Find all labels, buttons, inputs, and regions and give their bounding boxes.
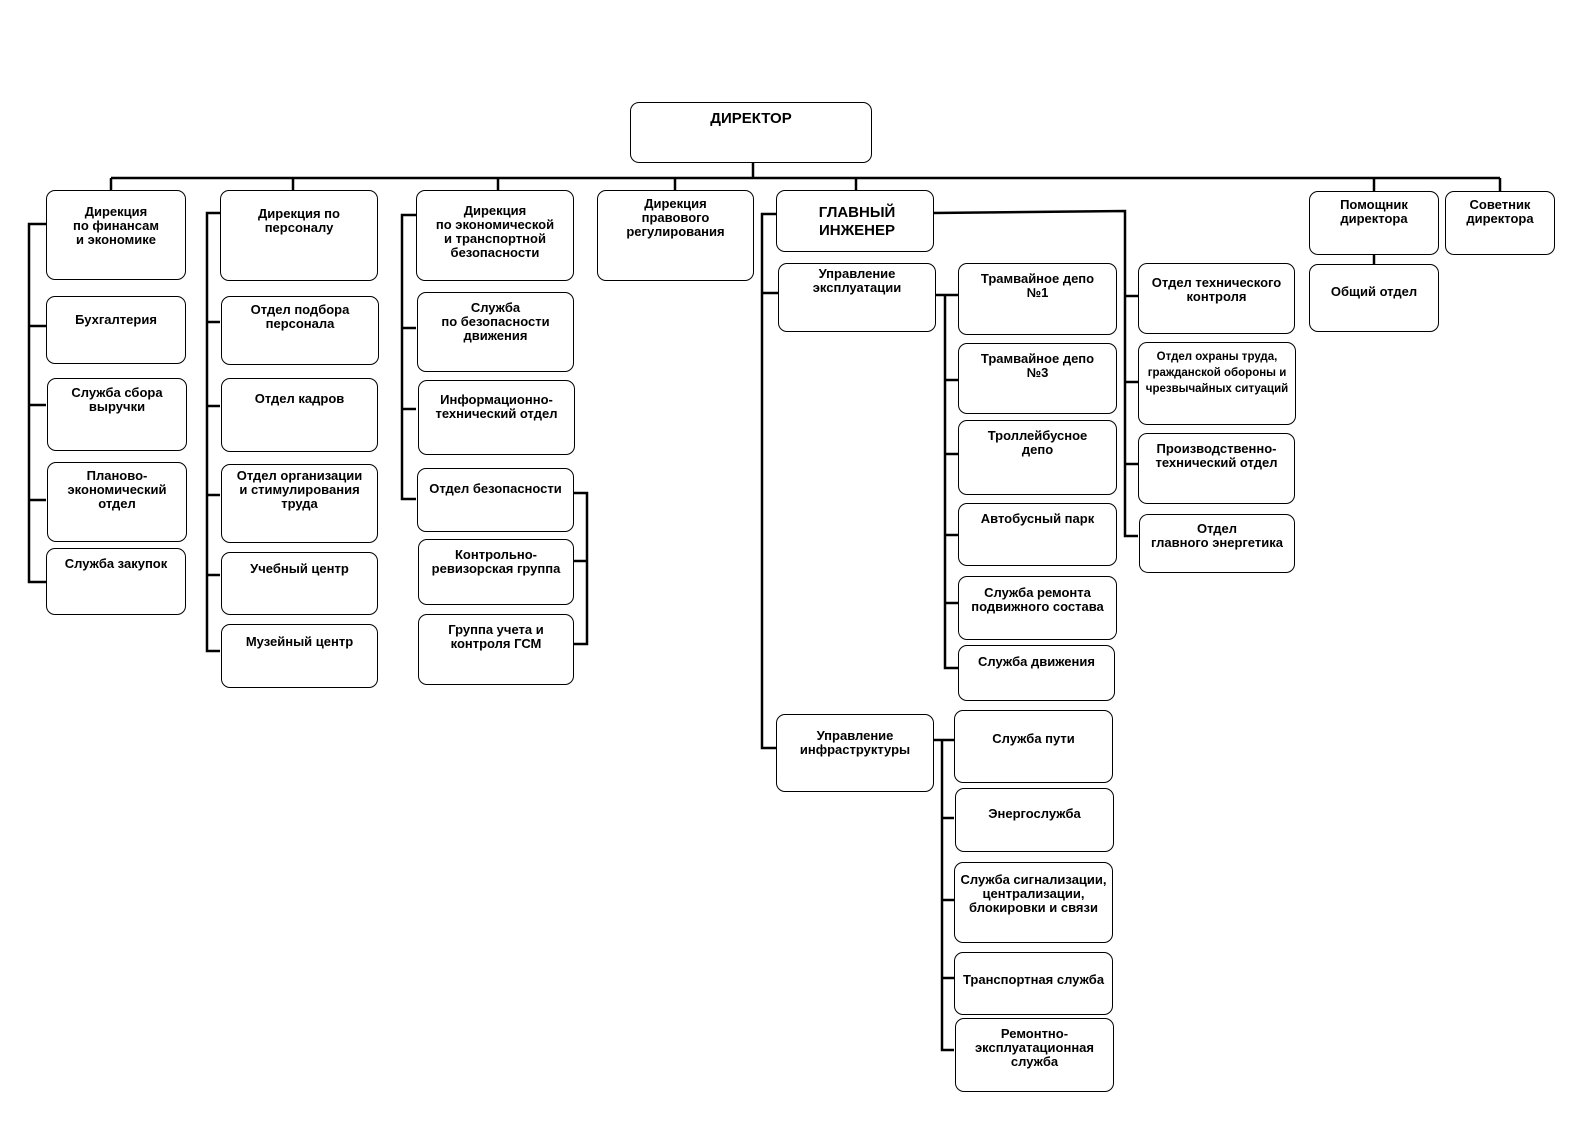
engineer-department-label: Отдел главного энергетика: [1151, 521, 1283, 550]
finance-unit-box: Бухгалтерия: [46, 296, 186, 364]
personnel-unit-box: Отдел организации и стимулирования труда: [221, 464, 378, 543]
finance-unit-box: Служба закупок: [46, 548, 186, 615]
finance-unit-box: Планово- экономический отдел: [47, 462, 187, 542]
general-department-label: Общий отдел: [1330, 284, 1418, 299]
security-subunit-box: Группа учета и контроля ГСМ: [418, 614, 574, 685]
operations-unit-label: Троллейбусное депо: [987, 428, 1088, 457]
infrastructure-unit-label: Ремонтно- эксплуатационная служба: [974, 1026, 1094, 1069]
assistant-director-box: Помощник директора: [1309, 191, 1439, 255]
personnel-unit-label: Учебный центр: [250, 561, 349, 576]
personnel-unit-label: Музейный центр: [245, 634, 354, 649]
chief-engineer-label: ГЛАВНЫЙ ИНЖЕНЕР: [818, 204, 896, 239]
security-subunit-box: Контрольно- ревизорская группа: [418, 539, 574, 605]
security-unit-box: Информационно- технический отдел: [418, 380, 575, 455]
security-unit-box: Служба по безопасности движения: [417, 292, 574, 372]
infrastructure-unit-box: Энергослужба: [955, 788, 1114, 852]
personnel-directorate-box: Дирекция по персоналу: [220, 190, 378, 281]
finance-unit-label: Служба сбора выручки: [71, 385, 163, 414]
security-unit-box: Отдел безопасности: [417, 468, 574, 532]
personnel-unit-label: Отдел организации и стимулирования труда: [236, 468, 363, 511]
infrastructure-department-label: Управление инфраструктуры: [799, 728, 911, 757]
infrastructure-unit-label: Транспортная служба: [962, 972, 1105, 987]
personnel-unit-box: Отдел кадров: [221, 378, 378, 452]
finance-unit-label: Планово- экономический отдел: [67, 468, 167, 511]
security-unit-label: Служба по безопасности движения: [441, 300, 550, 343]
director-label: ДИРЕКТОР: [710, 110, 792, 127]
personnel-unit-box: Учебный центр: [221, 552, 378, 615]
operations-department-label: Управление эксплуатации: [812, 266, 902, 295]
infrastructure-unit-label: Служба пути: [992, 731, 1075, 746]
advisor-director-box: Советник директора: [1445, 191, 1555, 255]
personnel-unit-box: Музейный центр: [221, 624, 378, 688]
engineer-department-label: Отдел технического контроля: [1151, 275, 1282, 304]
legal-directorate-box: Дирекция правового регулирования: [597, 190, 754, 281]
operations-unit-box: Служба движения: [958, 645, 1115, 701]
infrastructure-unit-label: Служба сигнализации, централизации, блок…: [960, 872, 1107, 915]
operations-department-box: Управление эксплуатации: [778, 263, 936, 332]
security-directorate-label: Дирекция по экономической и транспортной…: [435, 203, 555, 260]
security-subunit-label: Группа учета и контроля ГСМ: [448, 622, 544, 651]
operations-unit-label: Служба движения: [978, 654, 1095, 669]
infrastructure-unit-box: Служба сигнализации, централизации, блок…: [954, 862, 1113, 943]
finance-directorate-label: Дирекция по финансам и экономике: [73, 204, 159, 247]
operations-unit-label: Служба ремонта подвижного состава: [971, 585, 1104, 614]
operations-unit-box: Служба ремонта подвижного состава: [958, 576, 1117, 640]
operations-unit-box: Троллейбусное депо: [958, 420, 1117, 495]
finance-unit-label: Бухгалтерия: [75, 312, 157, 327]
operations-unit-label: Автобусный парк: [980, 511, 1095, 526]
advisor-director-label: Советник директора: [1466, 197, 1534, 226]
operations-unit-label: Трамвайное депо №3: [980, 351, 1095, 380]
legal-directorate-label: Дирекция правового регулирования: [626, 196, 725, 239]
infrastructure-unit-box: Транспортная служба: [954, 952, 1113, 1015]
infrastructure-unit-box: Ремонтно- эксплуатационная служба: [955, 1018, 1114, 1092]
personnel-directorate-label: Дирекция по персоналу: [258, 206, 340, 235]
operations-unit-box: Трамвайное депо №1: [958, 263, 1117, 335]
finance-unit-label: Служба закупок: [64, 556, 168, 571]
operations-unit-box: Трамвайное депо №3: [958, 343, 1117, 414]
general-department-box: Общий отдел: [1309, 264, 1439, 332]
operations-unit-box: Автобусный парк: [958, 503, 1117, 566]
operations-unit-label: Трамвайное депо №1: [980, 271, 1095, 300]
engineer-department-box: Отдел главного энергетика: [1139, 514, 1295, 573]
engineer-department-box: Производственно- технический отдел: [1138, 433, 1295, 504]
personnel-unit-box: Отдел подбора персонала: [221, 296, 379, 365]
personnel-unit-label: Отдел подбора персонала: [250, 302, 350, 331]
finance-directorate-box: Дирекция по финансам и экономике: [46, 190, 186, 280]
infrastructure-unit-box: Служба пути: [954, 710, 1113, 783]
security-subunit-label: Контрольно- ревизорская группа: [431, 547, 561, 576]
chief-engineer-box: ГЛАВНЫЙ ИНЖЕНЕР: [776, 190, 934, 252]
infrastructure-unit-label: Энергослужба: [988, 806, 1081, 821]
personnel-unit-label: Отдел кадров: [254, 391, 345, 406]
director-box: ДИРЕКТОР: [630, 102, 872, 163]
engineer-department-label: Производственно- технический отдел: [1155, 441, 1278, 470]
engineer-department-label: Отдел охраны труда, гражданской обороны …: [1145, 351, 1289, 395]
infrastructure-department-box: Управление инфраструктуры: [776, 714, 934, 792]
finance-unit-box: Служба сбора выручки: [47, 378, 187, 451]
security-unit-label: Информационно- технический отдел: [435, 392, 558, 421]
security-directorate-box: Дирекция по экономической и транспортной…: [416, 190, 574, 281]
assistant-director-label: Помощник директора: [1340, 197, 1408, 226]
engineer-department-box: Отдел технического контроля: [1138, 263, 1295, 334]
security-unit-label: Отдел безопасности: [429, 481, 562, 496]
engineer-department-box: Отдел охраны труда, гражданской обороны …: [1138, 342, 1296, 425]
